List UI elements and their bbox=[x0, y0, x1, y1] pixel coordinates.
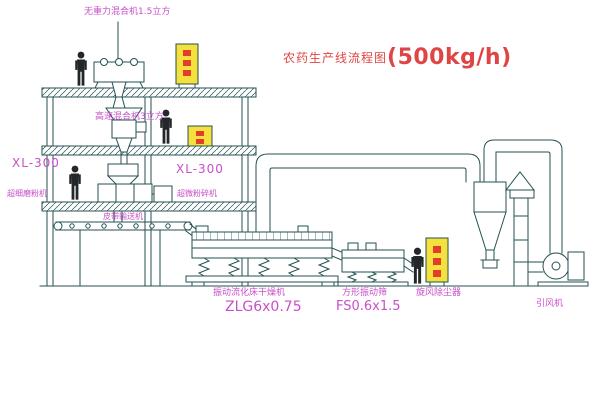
label-dryer-name: 振动流化床干燥机 bbox=[213, 288, 286, 298]
pulverizer-mill bbox=[97, 163, 173, 223]
person-figure-lower bbox=[69, 165, 81, 200]
vibrating-screen bbox=[337, 242, 417, 287]
label-mill-name-center: 超微粉碎机 bbox=[177, 189, 217, 198]
fluid-bed-dryer bbox=[185, 225, 347, 287]
label-high-speed-mixer: 高速混合机3立方 bbox=[95, 112, 164, 122]
exhaust-duct bbox=[255, 153, 481, 233]
exhaust-stack bbox=[504, 171, 536, 287]
control-cabinet-top bbox=[175, 43, 199, 89]
belt-conveyor bbox=[53, 221, 203, 287]
control-cabinet-mid bbox=[187, 125, 213, 147]
label-belt-conveyor: 皮带输送机 bbox=[103, 212, 143, 221]
title-capacity: (500kg/h) bbox=[387, 45, 512, 70]
control-cabinet-right bbox=[425, 237, 449, 287]
cyclone-separator bbox=[473, 181, 507, 269]
label-mill-model-center: XL-300 bbox=[176, 162, 224, 176]
label-gravity-mixer: 无重力混合机1.5立方 bbox=[84, 7, 171, 17]
page-title: 农药生产线流程图(500kg/h) bbox=[283, 45, 512, 70]
label-dryer-model: ZLG6x0.75 bbox=[225, 299, 302, 315]
high-speed-mixer bbox=[105, 107, 147, 165]
cyclone-outlet-duct bbox=[483, 139, 563, 254]
person-figure-top bbox=[75, 51, 87, 86]
title-text: 农药生产线流程图 bbox=[283, 51, 388, 65]
label-cyclone: 旋风除尘器 bbox=[416, 288, 462, 298]
label-fan: 引风机 bbox=[536, 299, 564, 309]
label-mill-model-left: XL-300 bbox=[12, 156, 60, 170]
label-screen-name: 方形振动筛 bbox=[342, 288, 388, 298]
label-mill-name-left: 超细磨粉机 bbox=[7, 189, 47, 198]
induced-draft-fan bbox=[527, 251, 589, 287]
gravity-mixer bbox=[93, 21, 145, 109]
label-screen-model: FS0.6x1.5 bbox=[336, 299, 401, 314]
person-figure-ground bbox=[411, 247, 424, 284]
